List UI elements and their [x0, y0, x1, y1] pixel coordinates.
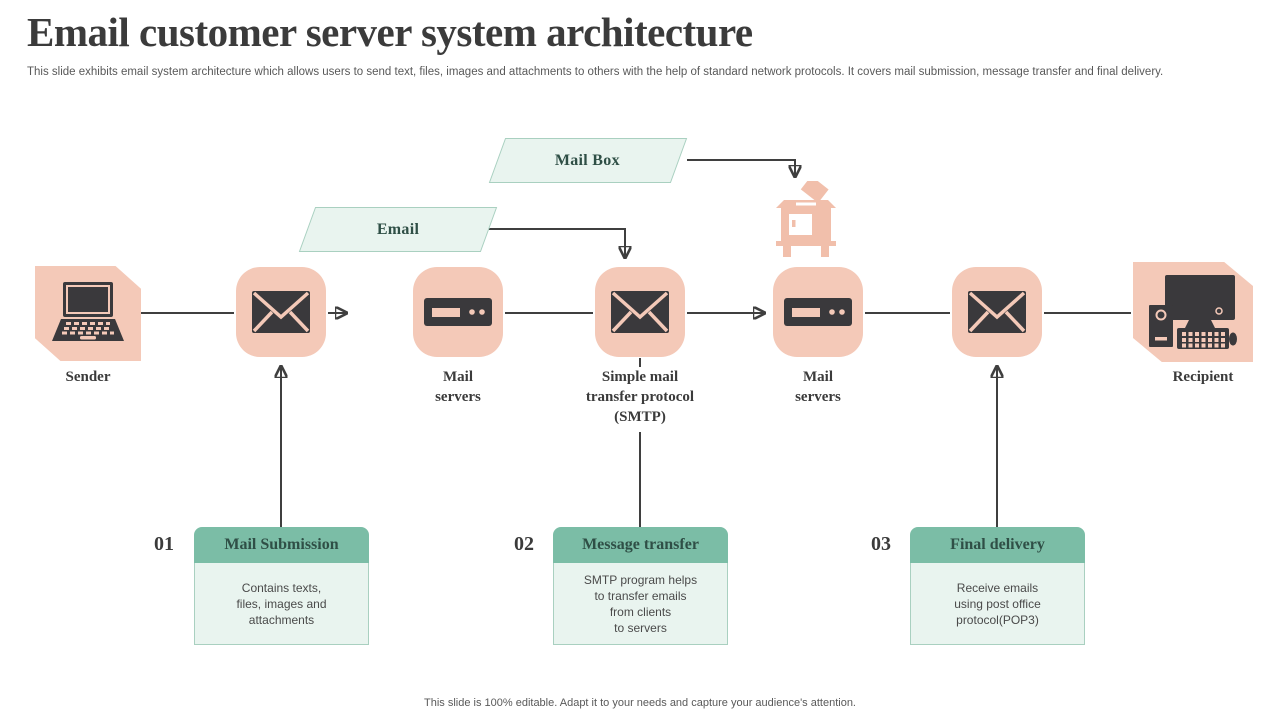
mail-servers-right-card — [773, 267, 863, 357]
envelope-icon — [611, 291, 669, 333]
step-number-1: 01 — [154, 533, 174, 555]
envelope-icon — [252, 291, 310, 333]
smtp-label: Simple mail transfer protocol (SMTP) — [585, 369, 695, 425]
email-tag: Email — [298, 207, 498, 252]
step-number-2: 02 — [514, 533, 534, 555]
sender-label: Sender — [65, 369, 111, 385]
step-description-1: Contains texts, files, images and attach… — [194, 563, 369, 645]
final-delivery-card — [952, 267, 1042, 357]
email-tag-label: Email — [376, 220, 420, 238]
recipient-card — [1133, 262, 1253, 362]
page-title: Email customer server system architectur… — [27, 9, 753, 55]
step-number-3: 03 — [871, 533, 891, 555]
footer-note: This slide is 100% editable. Adapt it to… — [424, 697, 856, 709]
step-title-2: Message transfer — [553, 527, 728, 563]
server-icon — [784, 298, 852, 326]
mail-servers-right-label: Mail servers — [795, 369, 841, 405]
desktop-computer-icon — [1149, 275, 1237, 349]
mailbox-drop-icon — [774, 175, 838, 264]
envelope-icon — [968, 291, 1026, 333]
mail-servers-left-card — [413, 267, 503, 357]
mail-box-tag-label: Mail Box — [555, 151, 621, 169]
step-description-2: SMTP program helps to transfer emails fr… — [553, 563, 728, 645]
step-title-1: Mail Submission — [194, 527, 369, 563]
sender-card — [35, 266, 141, 361]
step-description-3: Receive emails using post office protoco… — [910, 563, 1085, 645]
step-box-final-delivery: Final delivery Receive emails using post… — [910, 527, 1085, 645]
server-icon — [424, 298, 492, 326]
recipient-label: Recipient — [1172, 369, 1234, 385]
slide-subtitle: This slide exhibits email system archite… — [27, 66, 1164, 78]
step-box-mail-submission: Mail Submission Contains texts, files, i… — [194, 527, 369, 645]
mail-submission-card — [236, 267, 326, 357]
step-box-message-transfer: Message transfer SMTP program helps to t… — [553, 527, 728, 645]
mail-servers-left-label: Mail servers — [435, 369, 481, 405]
mail-box-tag: Mail Box — [488, 138, 688, 183]
step-title-3: Final delivery — [910, 527, 1085, 563]
laptop-icon — [52, 281, 124, 341]
smtp-card — [595, 267, 685, 357]
